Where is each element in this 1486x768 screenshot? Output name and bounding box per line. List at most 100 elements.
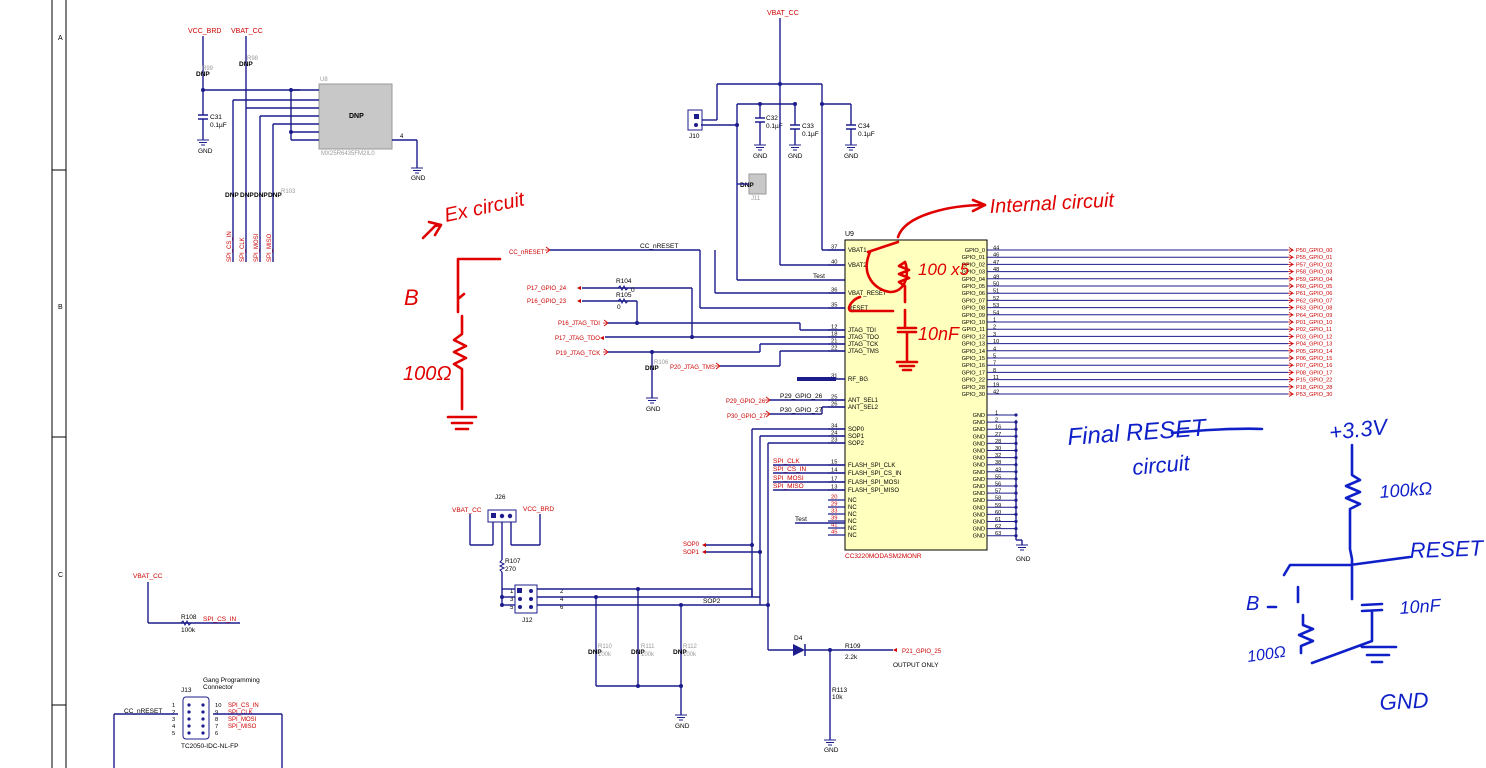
u9-gpio-num: 1 [993, 318, 996, 324]
r110-val: 100k [598, 652, 612, 658]
u9-gpio-net: P18_GPIO_28 [1296, 385, 1332, 391]
u9-gnd-num: 63 [995, 531, 1001, 537]
u9-pin-num: 45 [831, 530, 837, 536]
j13-ref: J13 [181, 687, 192, 694]
u9-pin-name: NC [848, 533, 857, 539]
j12-ref: J12 [522, 617, 533, 624]
gang-title-1: Gang Programming [203, 677, 260, 684]
j12-pin4: 4 [560, 597, 564, 603]
u9-gpio-num: 50 [993, 282, 999, 288]
u9-pin-name: JTAG_TMS [848, 349, 879, 355]
u9-gnd-num: 55 [995, 474, 1001, 480]
p29-label: P29_GPIO_26 [726, 399, 766, 405]
u9-gnd-name: GND [973, 498, 985, 504]
u9-gpio-net: P15_GPIO_22 [1296, 378, 1332, 384]
u9-gpio-num: 2 [993, 325, 996, 331]
test-label-top: Test [813, 273, 825, 280]
spi-dnp-4: DNP [268, 192, 282, 199]
u9-gnd-label: GND [1016, 556, 1031, 563]
u9-gpio-num: 53 [993, 303, 999, 309]
u9-gnd-name: GND [973, 491, 985, 497]
j26-vcc-brd: VCC_BRD [523, 506, 554, 513]
spi-miso-vert: SPI_MISO [267, 233, 273, 262]
u9-pin-name: ANT_SEL2 [848, 405, 879, 411]
u9-gnd-name: GND [973, 413, 985, 419]
u9-gpio-name: GPIO_08 [962, 306, 985, 312]
ex-arrow [421, 220, 443, 240]
u9-gnd-num: 16 [995, 425, 1001, 431]
j10-connector [687, 109, 703, 131]
u9-gnd-num: 2 [995, 418, 998, 424]
u9-gnd-name: GND [973, 434, 985, 440]
u8-gnd: GND [411, 175, 426, 182]
u9-gpio-name: GPIO_10 [962, 320, 985, 326]
final-100ohm-label: 100Ω [1246, 644, 1287, 666]
u9-gpio-name: GPIO_07 [962, 298, 985, 304]
r106-dnp: DNP [645, 365, 659, 372]
u9-pin-name: VBAT1 [848, 248, 867, 254]
u9-gnd-name: GND [973, 534, 985, 540]
u9-pin-num: 36 [831, 288, 837, 294]
u9-gpio-name: GPIO_05 [962, 284, 985, 290]
r107-ref: R107 [505, 558, 521, 565]
spi-miso-lbl: SPI_MISO [773, 483, 804, 490]
final-gnd-label: GND [1379, 687, 1429, 715]
u9-gpio-name: GPIO_13 [962, 342, 985, 348]
u9-gnd-name: GND [973, 477, 985, 483]
r98-dnp: DNP [239, 61, 253, 68]
j13-net: SPI_MOSI [228, 717, 257, 723]
final-10nf-label: 10nF [1399, 595, 1442, 618]
u9-pin-name: SOP0 [848, 427, 865, 433]
u9-gpio-name: GPIO_01 [962, 255, 985, 261]
u9-pin-num: 40 [831, 260, 837, 266]
r104-ref: R104 [616, 278, 632, 285]
u9-gpio-name: GPIO_30 [962, 392, 985, 398]
u9-pin-name: JTAG_TDO [848, 335, 879, 341]
r113-gnd: GND [824, 747, 839, 754]
u9-gpio-net: P57_GPIO_02 [1296, 262, 1332, 268]
reset-jtag-nets: CC_nRESET CC_nRESET P17_GPIO_24 P16_GPIO… [509, 243, 845, 420]
u9-gpio-name: GPIO_06 [962, 291, 985, 297]
test-label-bottom: Test [795, 516, 807, 523]
r108-net: SPI_CS_IN [203, 616, 237, 623]
spi-dnp-3: DNP [254, 192, 268, 199]
u9-gpio-num: 47 [993, 260, 999, 266]
u9-gnd-num: 32 [995, 453, 1001, 459]
int-arrow [896, 198, 987, 239]
p16-tdi-label: P16_JTAG_TDI [558, 321, 600, 327]
r98-ref: R98 [247, 56, 259, 62]
u9-pin-name: VBAT_RESET [848, 291, 887, 297]
u9-pin-name: JTAG_TDI [848, 328, 876, 334]
r106-gnd: GND [646, 406, 661, 413]
j13-left-pin: 1 [172, 703, 175, 709]
j12-pin3: 3 [510, 597, 514, 603]
d4-ref: D4 [794, 635, 803, 642]
vbat-cc-top-center: VBAT_CC [767, 10, 799, 17]
u9-pin-num: 24 [831, 431, 838, 437]
u9-gpio-num: 52 [993, 296, 999, 302]
j13-cc-nreset: CC_nRESET [124, 708, 162, 715]
final-100k-label: 100kΩ [1379, 478, 1433, 502]
r104-val: 0 [631, 287, 635, 294]
u9-gnd-name: GND [973, 441, 985, 447]
v33-label: +3.3V [1328, 414, 1391, 445]
p17-tdo-label: P17_JTAG_TDO [555, 336, 600, 342]
c32-value: 0.1µF [766, 123, 783, 130]
r112-dnp: DNP [673, 649, 687, 656]
u9-gnd-name: GND [973, 420, 985, 426]
u9-gpio-net: P61_GPIO_06 [1296, 291, 1332, 297]
u9-gnd-name: GND [973, 463, 985, 469]
r111-ref: R111 [641, 644, 655, 650]
r108-val: 100k [181, 627, 196, 634]
p16-gpio23-label: P16_GPIO_23 [527, 299, 567, 305]
internal-circuit-text: Internal circuit [989, 189, 1116, 218]
int-10nf-label: 10nF [918, 324, 960, 344]
c31-value: 0.1µF [210, 122, 227, 129]
zone-label-b: B [58, 304, 63, 311]
u9-gpio-net: P58_GPIO_03 [1296, 270, 1332, 276]
sop1-label: SOP1 [683, 550, 700, 556]
p20-tms-label: P20_JTAG_TMS [670, 365, 715, 371]
j10-ref: J10 [689, 133, 700, 140]
u9-gnd-name: GND [973, 484, 985, 490]
